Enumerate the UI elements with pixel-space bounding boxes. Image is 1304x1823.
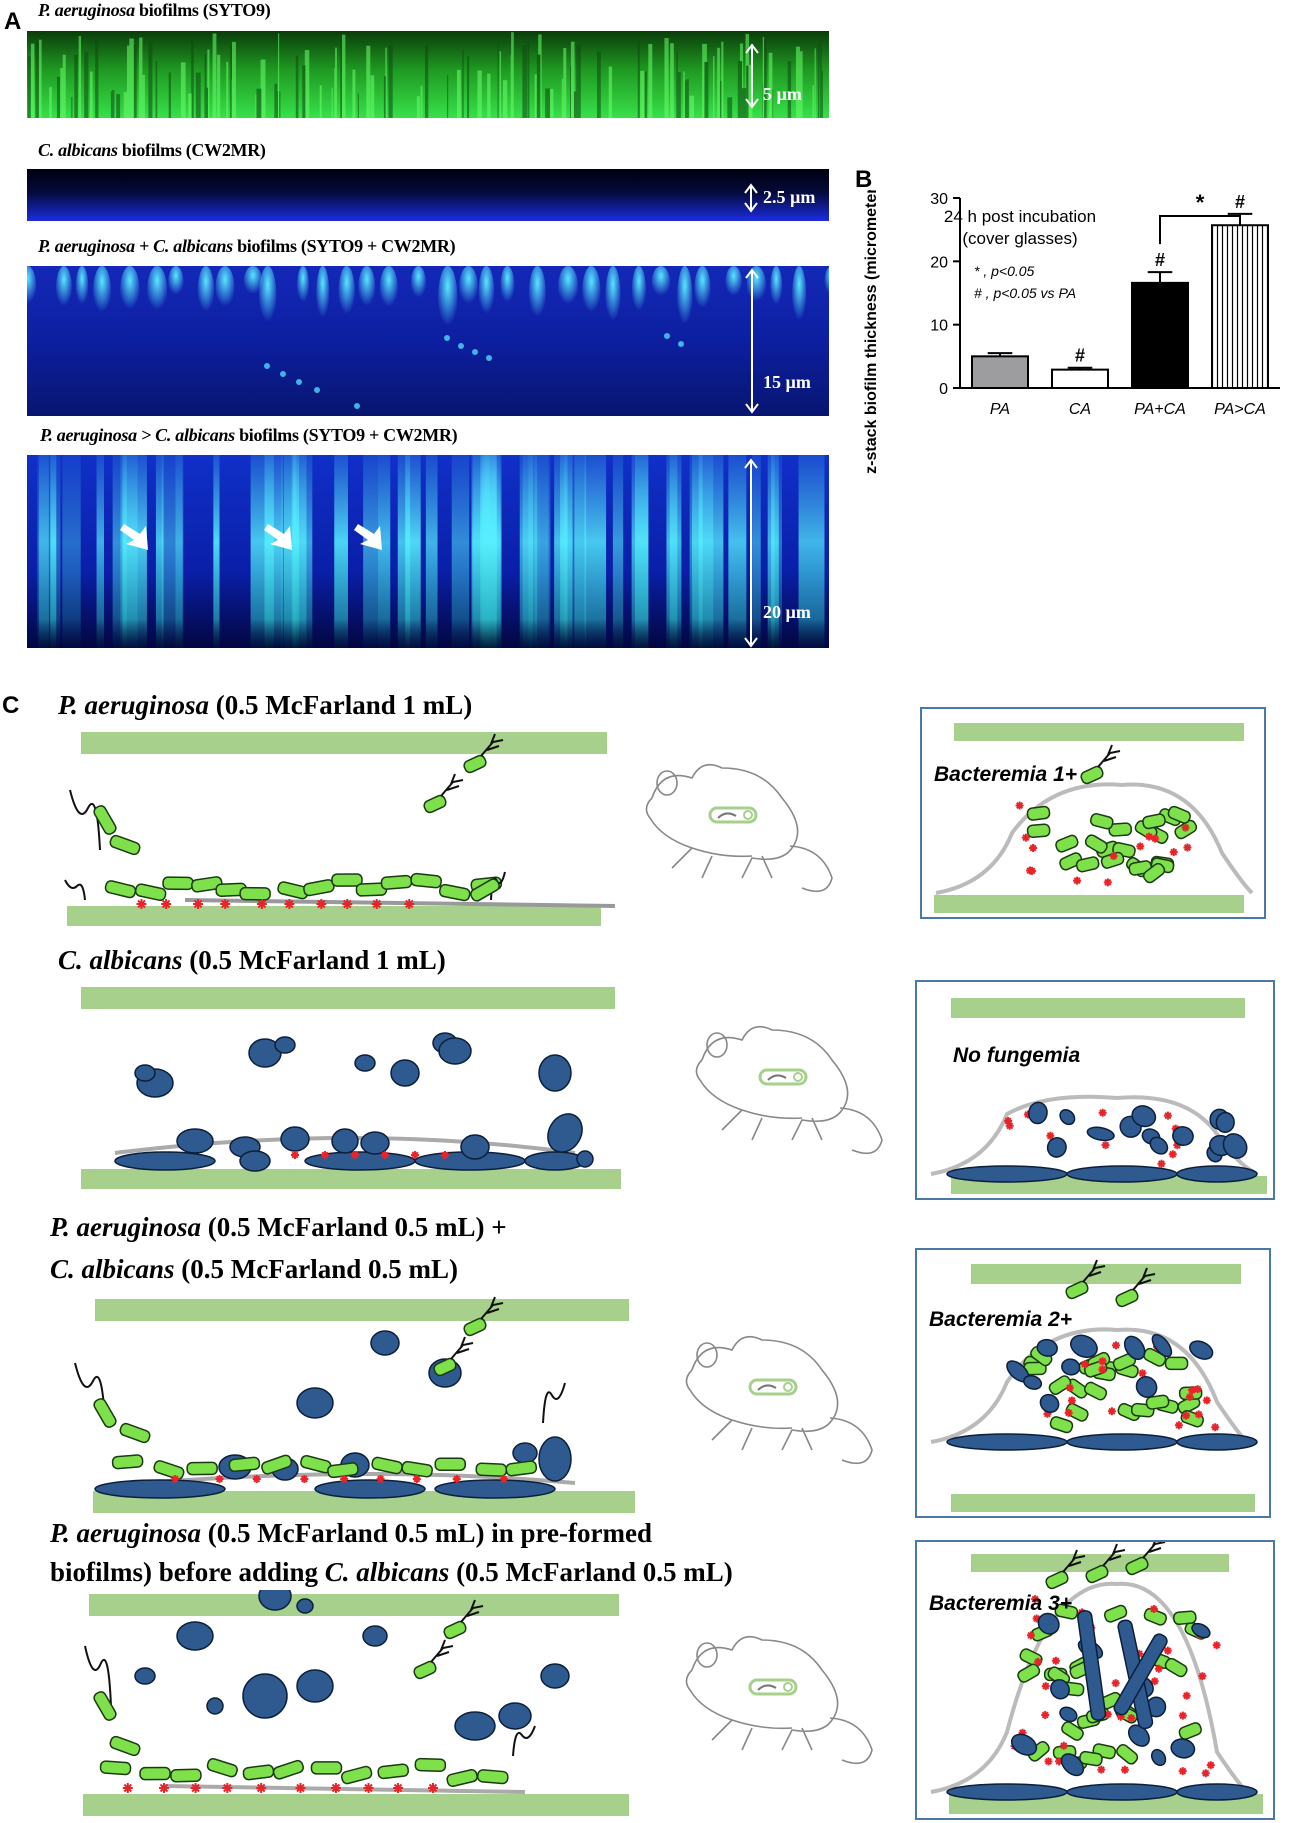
preformed-biofilm [84, 1581, 570, 1794]
row-3-mouse [672, 1310, 882, 1480]
legend-star: * , p<0.05 [974, 263, 1035, 279]
strip-2-arrow [744, 183, 758, 218]
mouse-icon [645, 763, 833, 893]
strip-3-title-rest: biofilms (SYTO9 + CW2MR) [232, 236, 456, 256]
row-3-title-2: C. albicans (0.5 McFarland 0.5 mL) [50, 1254, 458, 1285]
row-4-mouse [672, 1610, 882, 1780]
bar-PA+CA [1131, 281, 1189, 389]
row-3-title-rest: (0.5 McFarland 0.5 mL) + [201, 1212, 507, 1242]
strip-4-preformed-image [27, 455, 829, 648]
ca-biofilm [114, 1032, 594, 1172]
significance-marker: # [1075, 346, 1085, 366]
row-4-inset: Bacteremia 3+ [915, 1540, 1275, 1820]
bar-CA [1051, 368, 1109, 389]
strip-2-title-italic: C. albicans [38, 140, 118, 160]
row-2-mouse [682, 1000, 892, 1170]
x-tick-label: PA [990, 401, 1010, 418]
top-plate [81, 732, 607, 754]
strip-1-title-rest: biofilms (SYTO9) [134, 0, 271, 20]
row-3-title-italic: P. aeruginosa [50, 1212, 202, 1242]
x-tick-label: PA+CA [1134, 401, 1186, 418]
row-2-inset-label: No fungemia [953, 1044, 1081, 1067]
row-2-title-rest: (0.5 McFarland 1 mL) [182, 945, 446, 975]
strip-3-title: P. aeruginosa + C. albicans biofilms (SY… [38, 236, 456, 257]
row-4-title-rest: (0.5 McFarland 0.5 mL) in pre-formed [201, 1518, 652, 1548]
row-4-title-2-pre: biofilms) before adding [50, 1557, 325, 1587]
row-1-title-italic: P. aeruginosa [58, 690, 210, 720]
annotation-line-1: 24 h post incubation [944, 207, 1096, 226]
x-tick-label: CA [1069, 401, 1091, 418]
row-1-inset: Bacteremia 1+ [920, 707, 1266, 919]
strip-3-measure: 15 µm [763, 372, 811, 392]
strip-3-mixed-image [27, 266, 829, 416]
row-4-title-2: biofilms) before adding C. albicans (0.5… [50, 1557, 733, 1588]
row-3-inset: Bacteremia 2+ [915, 1248, 1271, 1518]
y-tick-label: 10 [930, 318, 948, 335]
row-2-inset: No fungemia [915, 980, 1275, 1200]
strip-1-arrow [745, 43, 759, 114]
strip-2-title: C. albicans biofilms (CW2MR) [38, 140, 266, 161]
panel-a-letter: A [4, 8, 22, 35]
annotation-line-2: (cover glasses) [962, 229, 1077, 248]
strip-1-pa-image [27, 31, 829, 118]
significance-marker: # [1235, 192, 1245, 212]
strip-2-measure: 2.5 µm [763, 187, 816, 207]
mouse-icon [685, 1335, 873, 1465]
bar-PA>CA [1211, 224, 1269, 389]
x-tick-label: PA>CA [1214, 401, 1266, 418]
y-axis-label: z-stack biofilm thickness (micrometer) [863, 190, 880, 474]
row-3-scene [55, 1295, 665, 1515]
strip-2-title-rest: biofilms (CW2MR) [117, 140, 266, 160]
row-4-inset-label: Bacteremia 3+ [929, 1592, 1073, 1615]
mixed-biofilm [74, 1296, 576, 1499]
mouse-icon [695, 1025, 883, 1155]
row-3-title: P. aeruginosa (0.5 McFarland 0.5 mL) + [50, 1212, 507, 1243]
row-1-title: P. aeruginosa (0.5 McFarland 1 mL) [58, 690, 472, 721]
pa-biofilm [64, 733, 616, 909]
row-2-scene [55, 983, 635, 1193]
row-1-mouse [632, 738, 842, 908]
chart-svg: z-stack biofilm thickness (micrometer) 0… [863, 182, 1280, 474]
row-2-title-italic: C. albicans [58, 945, 183, 975]
row-3-title-2-italic: C. albicans [50, 1254, 175, 1284]
strip-4-measure: 20 µm [763, 602, 811, 622]
legend-hash: # , p<0.05 vs PA [974, 285, 1076, 301]
row-1-scene [55, 728, 616, 928]
strip-1-title-italic: P. aeruginosa [38, 0, 135, 20]
y-tick-label: 0 [939, 381, 948, 398]
strip-3-title-italic: P. aeruginosa + C. albicans [38, 236, 233, 256]
row-2-title: C. albicans (0.5 McFarland 1 mL) [58, 945, 446, 976]
panel-c-letter: C [2, 692, 20, 719]
row-1-inset-label: Bacteremia 1+ [934, 763, 1078, 786]
significance-marker: # [1155, 250, 1165, 270]
row-4-title-italic: P. aeruginosa [50, 1518, 202, 1548]
strip-4-title-rest: biofilms (SYTO9 + CW2MR) [234, 425, 458, 445]
row-3-inset-label: Bacteremia 2+ [929, 1308, 1073, 1331]
strip-3-arrow [745, 268, 759, 419]
y-tick-label: 30 [930, 191, 948, 208]
strip-4-pointer-arrows [120, 520, 390, 565]
significance-bracket: * [1159, 190, 1241, 245]
bar-PA [971, 355, 1029, 389]
mouse-icon [685, 1635, 873, 1765]
bracket-star: * [1196, 190, 1205, 215]
strip-4-arrow [744, 458, 758, 653]
strip-1-title: P. aeruginosa biofilms (SYTO9) [38, 0, 271, 21]
strip-2-ca-image [27, 169, 829, 221]
thickness-bar-chart: z-stack biofilm thickness (micrometer) 0… [850, 182, 1290, 490]
row-4-title: P. aeruginosa (0.5 McFarland 0.5 mL) in … [50, 1518, 652, 1549]
strip-1-measure: 5 µm [763, 84, 802, 104]
row-4-scene [55, 1581, 665, 1818]
strip-4-title-italic: P. aeruginosa > C. albicans [40, 425, 235, 445]
strip-4-title: P. aeruginosa > C. albicans biofilms (SY… [40, 425, 458, 446]
y-tick-label: 20 [930, 254, 948, 271]
row-4-title-2-italic: C. albicans [324, 1557, 450, 1587]
row-3-title-2-rest: (0.5 McFarland 0.5 mL) [174, 1254, 458, 1284]
row-4-title-2-rest: (0.5 McFarland 0.5 mL) [449, 1557, 733, 1587]
row-1-title-rest: (0.5 McFarland 1 mL) [209, 690, 473, 720]
panel-b-letter: B [855, 166, 873, 193]
bottom-plate [67, 906, 601, 926]
